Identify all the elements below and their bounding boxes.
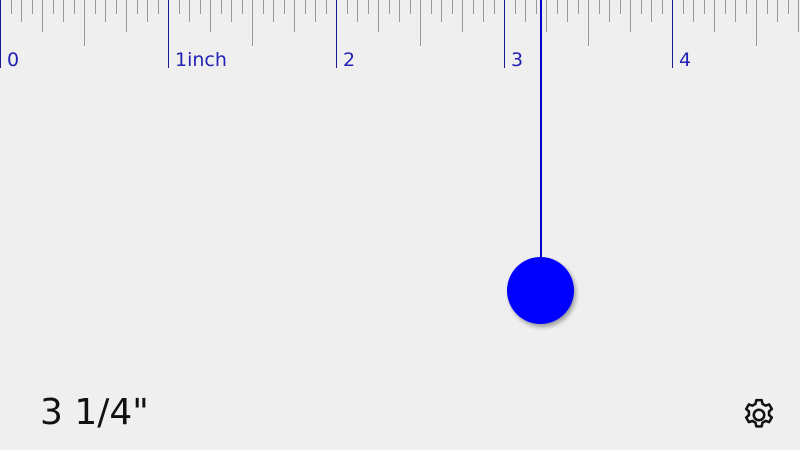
inch-tick	[504, 0, 505, 68]
minor-tick	[273, 0, 274, 22]
minor-tick	[137, 0, 138, 14]
minor-tick	[126, 0, 127, 32]
minor-tick	[378, 0, 379, 32]
minor-tick	[42, 0, 43, 32]
minor-tick	[756, 0, 757, 46]
minor-tick	[704, 0, 705, 14]
minor-tick	[21, 0, 22, 22]
ruler-scale: 0 1inch 2 3 4	[0, 0, 800, 80]
minor-tick	[609, 0, 610, 22]
minor-tick	[63, 0, 64, 22]
minor-tick	[399, 0, 400, 22]
minor-tick	[410, 0, 411, 14]
cursor-handle[interactable]	[507, 257, 574, 324]
minor-tick	[158, 0, 159, 14]
minor-tick	[252, 0, 253, 46]
minor-tick	[683, 0, 684, 14]
minor-tick	[11, 0, 12, 14]
minor-tick	[189, 0, 190, 22]
ruler-label: 0	[7, 49, 20, 71]
inch-tick	[168, 0, 169, 68]
minor-tick	[179, 0, 180, 14]
minor-tick	[483, 0, 484, 22]
minor-tick	[515, 0, 516, 14]
minor-tick	[714, 0, 715, 32]
ruler-label: 3	[511, 49, 524, 71]
minor-tick	[777, 0, 778, 22]
minor-tick	[546, 0, 547, 32]
minor-tick	[599, 0, 600, 14]
gear-icon	[744, 398, 774, 428]
minor-tick	[536, 0, 537, 14]
minor-tick	[368, 0, 369, 14]
inch-tick	[336, 0, 337, 68]
minor-tick	[105, 0, 106, 22]
minor-tick	[452, 0, 453, 14]
minor-tick	[693, 0, 694, 22]
minor-tick	[53, 0, 54, 14]
minor-tick	[767, 0, 768, 14]
ruler-label: 2	[343, 49, 356, 71]
minor-tick	[305, 0, 306, 14]
minor-tick	[578, 0, 579, 14]
minor-tick	[746, 0, 747, 14]
minor-tick	[798, 0, 799, 32]
minor-tick	[588, 0, 589, 46]
minor-tick	[441, 0, 442, 22]
inch-tick	[672, 0, 673, 68]
minor-tick	[735, 0, 736, 22]
minor-tick	[32, 0, 33, 14]
minor-tick	[620, 0, 621, 14]
minor-tick	[389, 0, 390, 14]
minor-tick	[431, 0, 432, 14]
settings-button[interactable]	[740, 396, 778, 434]
ruler-label: 4	[679, 49, 692, 71]
minor-tick	[284, 0, 285, 14]
minor-tick	[788, 0, 789, 14]
minor-tick	[231, 0, 232, 22]
minor-tick	[557, 0, 558, 14]
minor-tick	[420, 0, 421, 46]
minor-tick	[210, 0, 211, 32]
minor-tick	[567, 0, 568, 22]
minor-tick	[630, 0, 631, 32]
minor-tick	[116, 0, 117, 14]
measurement-readout: 3 1/4"	[40, 392, 149, 433]
minor-tick	[641, 0, 642, 14]
minor-tick	[294, 0, 295, 32]
minor-tick	[221, 0, 222, 14]
minor-tick	[200, 0, 201, 14]
minor-tick	[326, 0, 327, 14]
minor-tick	[357, 0, 358, 22]
cursor-line	[540, 0, 542, 260]
minor-tick	[347, 0, 348, 14]
minor-tick	[84, 0, 85, 46]
minor-tick	[147, 0, 148, 22]
minor-tick	[494, 0, 495, 14]
ruler-label: 1inch	[175, 49, 227, 71]
minor-tick	[525, 0, 526, 22]
minor-tick	[662, 0, 663, 14]
minor-tick	[242, 0, 243, 14]
minor-tick	[473, 0, 474, 14]
minor-tick	[315, 0, 316, 22]
minor-tick	[95, 0, 96, 14]
inch-tick	[0, 0, 1, 68]
minor-tick	[74, 0, 75, 14]
minor-tick	[725, 0, 726, 14]
minor-tick	[263, 0, 264, 14]
minor-tick	[651, 0, 652, 22]
minor-tick	[462, 0, 463, 32]
